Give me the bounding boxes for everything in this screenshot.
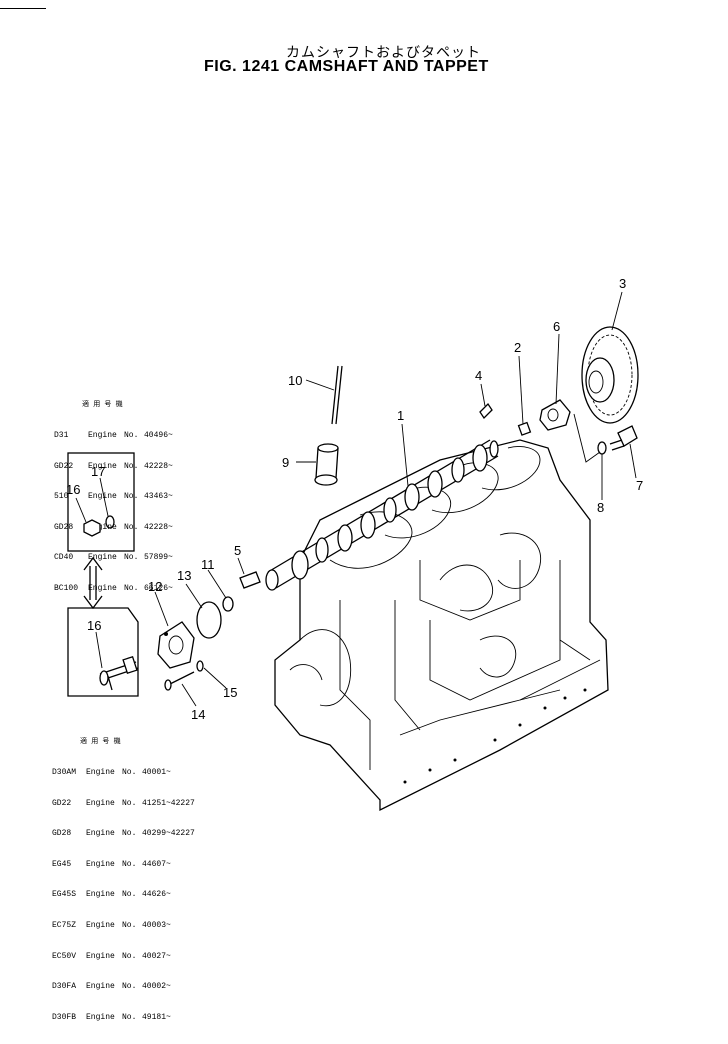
callout-10: 10 <box>288 373 302 388</box>
plug <box>517 421 532 436</box>
thrust-plate <box>539 399 571 431</box>
leader-lines <box>75 291 637 707</box>
callout-7: 7 <box>636 478 643 493</box>
parts-diagram: カムシャフトおよびタペット FIG. 1241 CAMSHAFT AND TAP… <box>0 8 643 1022</box>
camshaft <box>265 439 499 591</box>
callout-13: 13 <box>177 568 191 583</box>
corner-mark <box>0 8 46 9</box>
callout-3: 3 <box>619 276 626 291</box>
double-arrow <box>83 556 103 610</box>
nut <box>222 596 234 612</box>
camshaft-gear <box>581 326 639 424</box>
callout-16-top: 16 <box>66 482 80 497</box>
push-rod <box>331 365 339 425</box>
callout-8: 8 <box>597 500 604 515</box>
applicability-header: 適 用 号 機 <box>80 738 121 747</box>
thrust-plate-leader <box>573 413 601 463</box>
callout-15: 15 <box>223 685 237 700</box>
cover <box>157 621 195 669</box>
title-japanese: カムシャフトおよびタペット <box>286 45 481 61</box>
callout-16-bottom: 16 <box>87 618 101 633</box>
o-ring <box>196 601 222 639</box>
callout-9: 9 <box>282 455 289 470</box>
plunger <box>239 571 261 589</box>
gear-bolt <box>609 425 638 451</box>
callout-2: 2 <box>514 340 521 355</box>
tappet <box>314 443 339 486</box>
inset-washer <box>105 515 115 529</box>
callout-17: 17 <box>91 464 105 479</box>
cover-washer <box>196 660 204 672</box>
callout-14: 14 <box>191 707 205 722</box>
inset-box-top <box>67 452 135 552</box>
inset-box-bottom <box>67 607 139 697</box>
callout-1: 1 <box>397 408 404 423</box>
callout-5: 5 <box>234 543 241 558</box>
engine-block <box>274 439 609 812</box>
exploded-view-drawing: 1 2 3 4 5 6 7 8 9 10 11 12 13 14 15 16 1… <box>66 276 643 812</box>
callout-4: 4 <box>475 368 482 383</box>
callout-12: 12 <box>148 579 162 594</box>
cover-bolt <box>169 671 195 685</box>
inset-nut <box>83 519 101 537</box>
callout-6: 6 <box>553 319 560 334</box>
woodruff-key <box>479 402 493 420</box>
inset-bolt-assembly <box>99 655 139 691</box>
figure-title: FIG. 1241 CAMSHAFT AND TAPPET <box>204 58 489 75</box>
callout-11: 11 <box>201 557 215 572</box>
applicability-header: 適 用 号 機 <box>82 401 123 410</box>
